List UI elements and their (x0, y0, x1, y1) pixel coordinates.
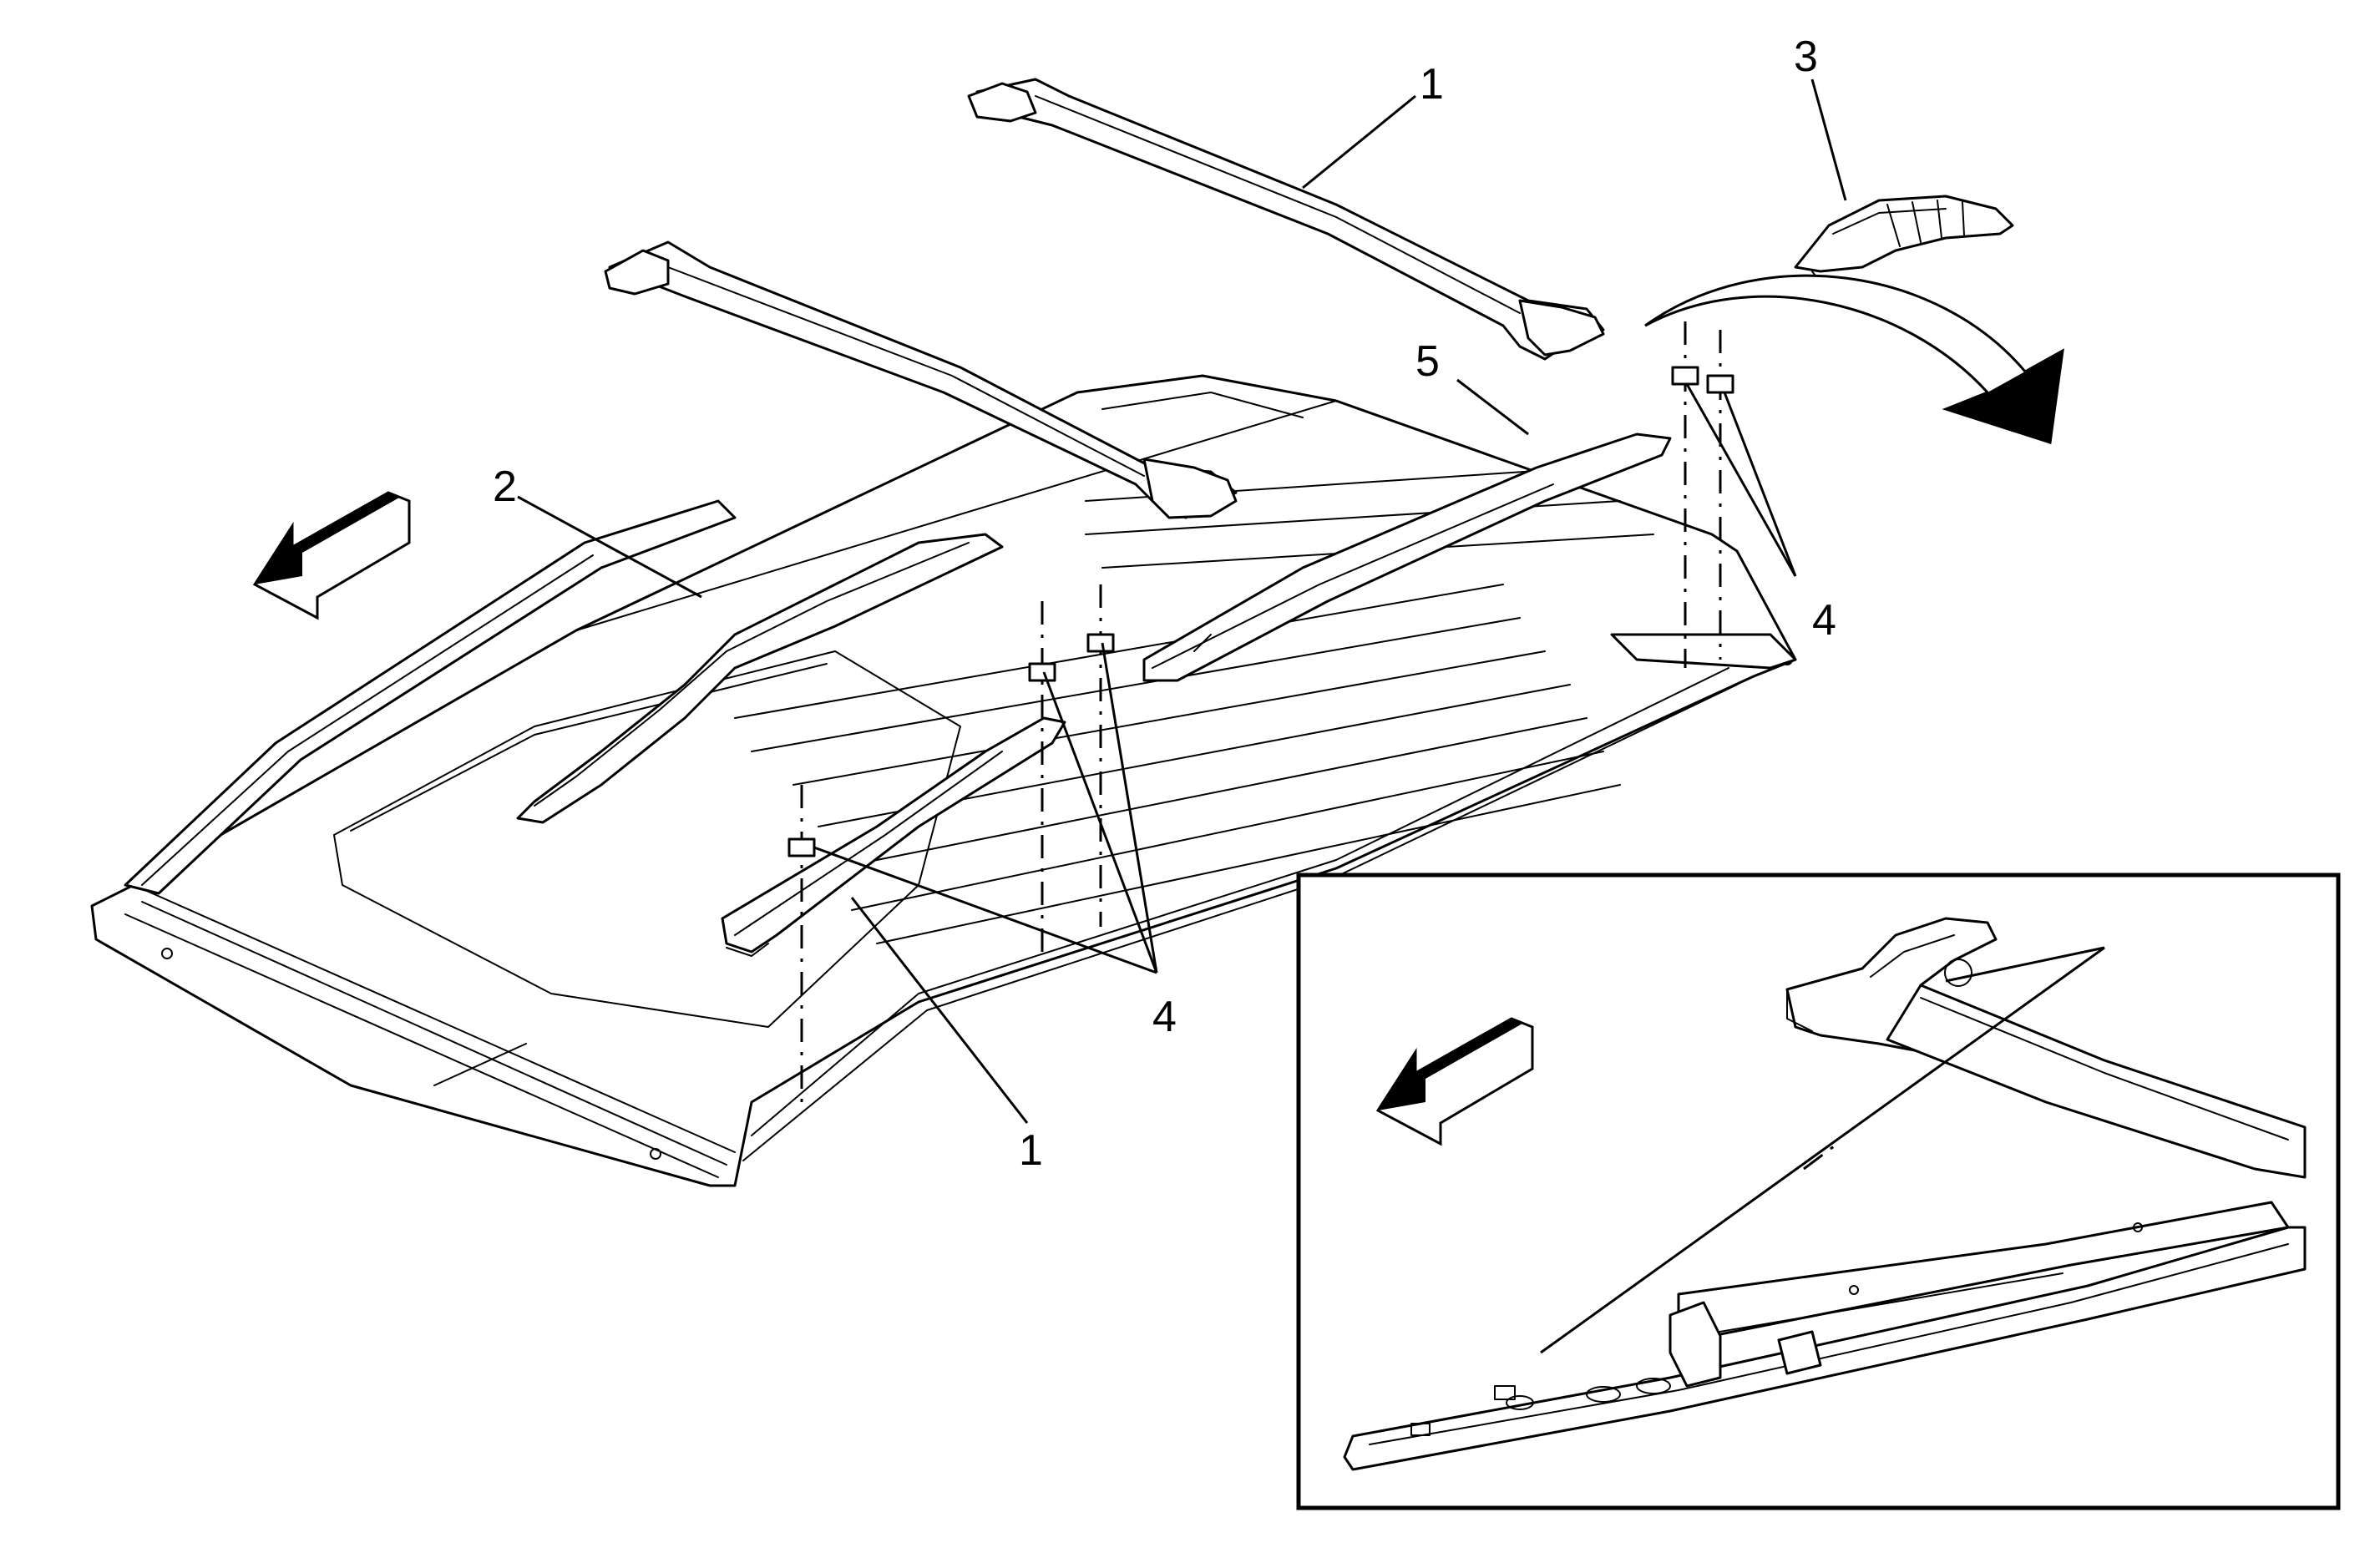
callout-2: 2 (493, 463, 517, 511)
callout-4-right: 4 (1812, 596, 1836, 645)
inset-leader-top (1945, 946, 2105, 983)
cross-bar-upper (967, 78, 1605, 361)
callout-5: 5 (1415, 337, 1440, 386)
callout-1-lower: 1 (1019, 1126, 1043, 1175)
side-rail-near (721, 716, 1066, 957)
curved-rotation-arrow-icon (1644, 274, 2064, 444)
callout-1-upper: 1 (1420, 60, 1444, 109)
roof-rack-rail (516, 533, 1004, 824)
leader-lines (517, 78, 1847, 1124)
inset-roof-rail (1343, 984, 2307, 1471)
end-cap (1794, 195, 2014, 289)
callout-labels: 1 3 5 2 4 4 1 (493, 33, 1836, 1175)
rail-cover (1142, 432, 1672, 682)
fasteners (787, 321, 1734, 1102)
inset-centerline (1803, 1142, 1838, 1171)
callout-3: 3 (1794, 33, 1818, 81)
inset-detail (1296, 873, 2341, 1510)
front-direction-arrow-icon (1375, 1017, 1534, 1146)
inset-leader-bottom (1540, 946, 2105, 1354)
cross-bar-front (604, 240, 1238, 519)
callout-4-left: 4 (1152, 993, 1177, 1041)
front-direction-arrow-icon (252, 491, 411, 620)
